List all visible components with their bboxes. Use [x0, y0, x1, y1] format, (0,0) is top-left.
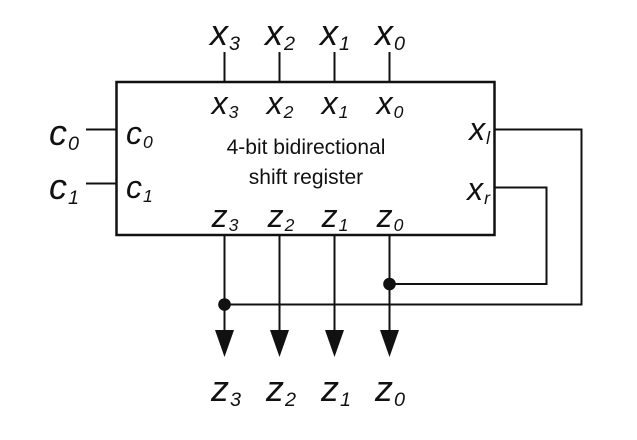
pin-base: c [126, 169, 142, 205]
pin-base: x [319, 12, 338, 53]
pin-base: x [321, 85, 338, 121]
pin-subscript: 1 [143, 186, 153, 207]
component-title-line2: shift register [248, 166, 364, 189]
junction-dot-z3 [218, 298, 231, 311]
pin-label-z0-bottom-internal: z0 [376, 198, 404, 236]
pin-label-x3-top-external: x3 [209, 12, 240, 54]
pin-base: x [374, 12, 393, 53]
pin-base: z [376, 198, 393, 234]
pin-label-c0-left-internal: c0 [126, 115, 153, 153]
pin-base: z [320, 368, 339, 409]
pin-label-x1-top-external: x1 [319, 12, 350, 54]
pin-subscript: 0 [393, 102, 404, 123]
pin-base: z [210, 368, 229, 409]
shift-register-box [115, 80, 496, 237]
feedback-wire-xl [224, 128, 583, 306]
feedback-wire-xr [389, 186, 548, 285]
pin-subscript: r [484, 188, 490, 209]
pin-label-z2-bottom-external: z2 [265, 368, 296, 410]
pin-label-z3-bottom-external: z3 [210, 368, 241, 410]
pin-base: z [265, 368, 284, 409]
pin-subscript: 1 [67, 186, 80, 209]
pin-base: x [266, 85, 283, 121]
solid-group [215, 277, 399, 357]
pin-subscript: 2 [284, 388, 297, 411]
pin-subscript: 0 [393, 32, 406, 55]
pin-label-c1-left-external: c1 [48, 166, 79, 208]
pin-subscript: 1 [338, 215, 349, 236]
pin-subscript: 0 [67, 132, 80, 155]
pin-subscript: 0 [143, 132, 153, 153]
pin-base: z [374, 368, 393, 409]
pin-base: c [48, 112, 67, 153]
pin-subscript: 2 [284, 215, 295, 236]
pin-label-z2-bottom-internal: z2 [267, 198, 295, 236]
pin-base: x [467, 171, 484, 207]
pin-subscript: 2 [283, 32, 296, 55]
pin-subscript: 3 [228, 102, 239, 123]
pin-label-x0-top-internal: x0 [376, 85, 404, 123]
pin-subscript: 1 [339, 388, 352, 411]
pin-label-c1-left-internal: c1 [126, 169, 153, 207]
pin-label-x0-top-external: x0 [374, 12, 405, 54]
pin-base: z [321, 198, 338, 234]
junction-dot-z0 [383, 277, 396, 291]
pin-subscript: 3 [229, 388, 242, 411]
pin-label-xl-right-internal: xl [469, 111, 490, 149]
pin-base: c [48, 166, 67, 207]
pin-base: z [267, 198, 284, 234]
pin-label-x3-top-internal: x3 [211, 85, 239, 123]
pin-subscript: 1 [338, 102, 349, 123]
pin-subscript: 1 [338, 32, 351, 55]
pin-subscript: 0 [393, 215, 404, 236]
pin-base: x [264, 12, 283, 53]
component-title: 4-bit bidirectional shift register [227, 133, 386, 193]
pin-base: x [209, 12, 228, 53]
pin-label-x2-top-internal: x2 [266, 85, 294, 123]
arrowhead-icon-z0 [380, 330, 399, 357]
pin-subscript: 0 [393, 388, 406, 411]
pin-base: z [211, 198, 228, 234]
arrowhead-icon-z2 [270, 330, 289, 357]
pin-base: x [469, 111, 486, 147]
pin-subscript: 2 [283, 102, 294, 123]
pin-label-z1-bottom-internal: z1 [321, 198, 349, 236]
pin-label-z3-bottom-internal: z3 [211, 198, 239, 236]
arrowhead-icon-z3 [215, 330, 234, 357]
pin-base: c [126, 115, 142, 151]
pin-label-x1-top-internal: x1 [321, 85, 349, 123]
pin-label-c0-left-external: c0 [48, 112, 79, 154]
pin-base: x [376, 85, 393, 121]
pin-subscript: 3 [228, 32, 241, 55]
pin-label-z0-bottom-external: z0 [374, 368, 405, 410]
pin-label-x2-top-external: x2 [264, 12, 295, 54]
pin-base: x [211, 85, 228, 121]
pin-subscript: 3 [228, 215, 239, 236]
arrowhead-icon-z1 [325, 330, 344, 357]
pin-label-xr-right-internal: xr [467, 171, 490, 209]
pin-subscript: l [486, 128, 490, 149]
pin-label-z1-bottom-external: z1 [320, 368, 351, 410]
component-title-line1: 4-bit bidirectional [226, 136, 386, 159]
